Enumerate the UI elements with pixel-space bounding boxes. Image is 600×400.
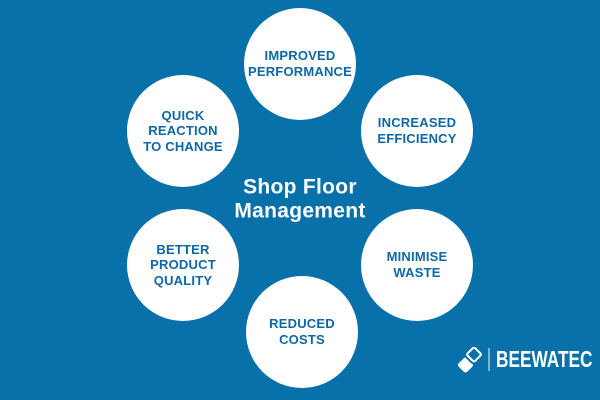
logo-wordmark: BEEWATEC [496, 346, 593, 372]
node-quick-reaction-to-change: QUICK REACTION TO CHANGE [127, 75, 239, 187]
beewatec-diamond-icon [457, 346, 483, 373]
diagram-title: Shop Floor Management [234, 175, 366, 223]
logo-separator [488, 348, 490, 371]
node-increased-efficiency: INCREASED EFFICIENCY [361, 75, 473, 187]
node-improved-performance: IMPROVED PERFORMANCE [244, 8, 356, 120]
node-better-product-quality: BETTER PRODUCT QUALITY [127, 209, 239, 321]
node-minimise-waste: MINIMISE WASTE [361, 209, 473, 321]
node-reduced-costs: REDUCED COSTS [246, 276, 358, 388]
beewatec-logo: BEEWATEC [457, 346, 600, 373]
